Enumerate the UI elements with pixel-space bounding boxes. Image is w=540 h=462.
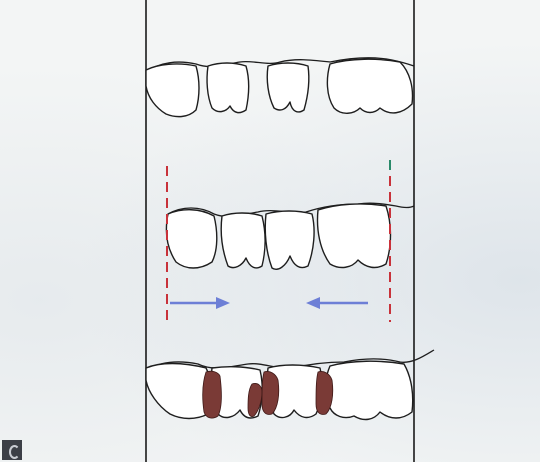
middle-tooth-2 [221, 213, 265, 268]
page-corner-icon [2, 440, 22, 460]
top-dentition [146, 58, 414, 117]
middle-tooth-1 [166, 210, 216, 268]
middle-dentition [166, 203, 414, 269]
arrow-left [306, 297, 368, 309]
top-tooth-1 [146, 64, 199, 117]
middle-tooth-4 [318, 204, 391, 268]
bottom-dentition [146, 350, 434, 419]
top-tooth-3 [267, 63, 309, 112]
bottom-tooth-4 [326, 361, 413, 419]
top-tooth-2 [207, 63, 249, 113]
bottom-tooth-1 [146, 364, 212, 419]
arrow-right [170, 297, 230, 309]
interproximal-reduction-1 [203, 371, 222, 418]
middle-tooth-3 [265, 211, 314, 269]
top-tooth-4 [327, 59, 412, 113]
